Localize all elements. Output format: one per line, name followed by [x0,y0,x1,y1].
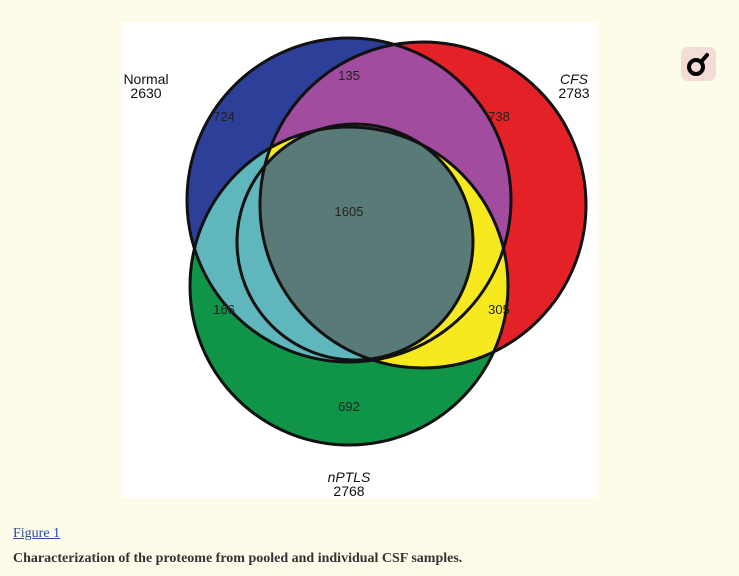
region-count-all-three: 1605 [335,204,364,219]
cfs-label-total: 2783 [558,85,589,101]
region-count-cfs-only: 738 [488,109,510,124]
center-outline [235,122,475,362]
nptls-label-total: 2768 [333,483,364,498]
region-count-normal-cfs: 135 [338,68,360,83]
nptls-outline [188,125,510,447]
normal-outline [185,36,513,364]
figure-link[interactable]: Figure 1 [13,526,61,541]
region-count-normal-nptls: 166 [213,302,235,317]
region-count-cfs-nptls: 305 [488,302,510,317]
magnifier-icon [687,53,709,76]
normal-label-name: Normal [123,71,168,87]
nptls-label-name: nPTLS [328,469,371,485]
region-count-normal-only: 724 [213,109,235,124]
normal-label-total: 2630 [130,85,161,101]
zoom-button[interactable] [681,47,716,81]
cfs-outline [258,40,588,370]
all-three-overlap [260,127,473,360]
cfs-label-name: CFS [560,71,589,87]
figure-caption: Characterization of the proteome from po… [13,551,463,566]
region-count-nptls-only: 692 [338,399,360,414]
